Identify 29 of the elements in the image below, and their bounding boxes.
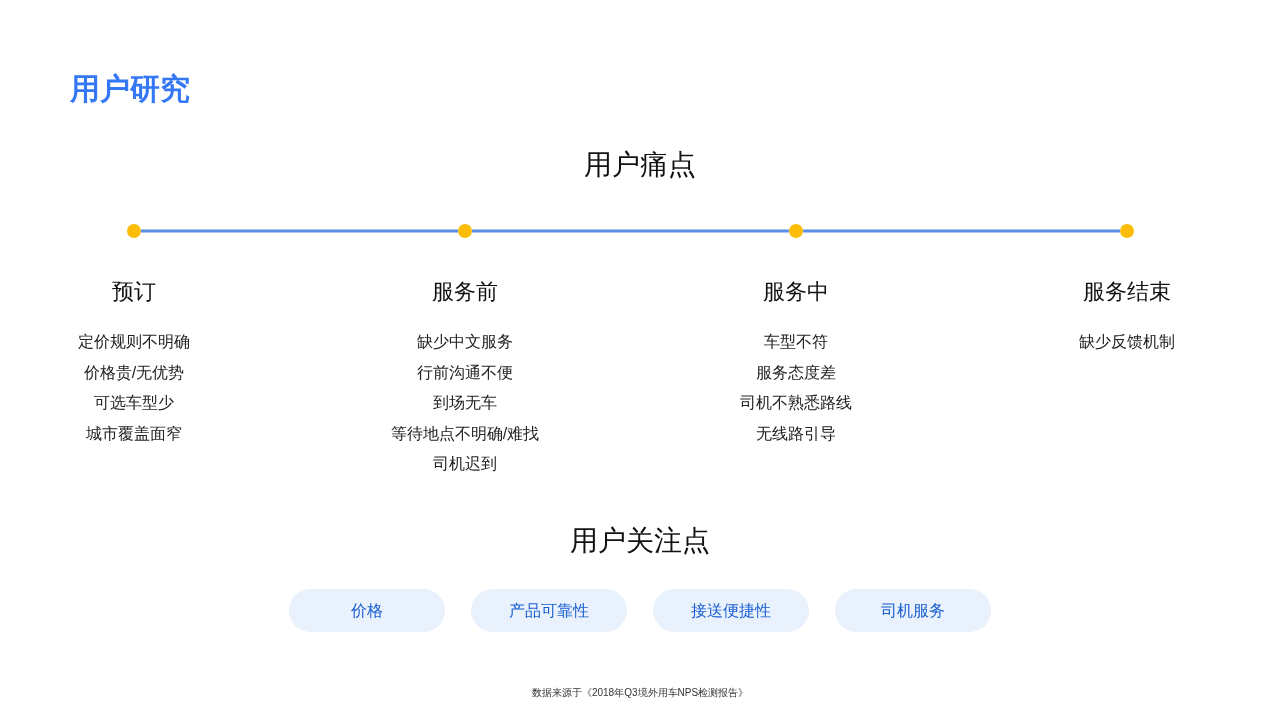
pain-point: 价格贵/无优势	[83, 362, 185, 383]
page-title: 用户研究	[70, 71, 190, 107]
timeline-line	[803, 229, 1120, 233]
pain-point: 等待地点不明确/难找	[390, 423, 540, 444]
section-heading: 用户关注点	[570, 527, 710, 555]
pain-point: 行前沟通不便	[417, 362, 513, 383]
stage-heading: 服务中	[763, 278, 829, 306]
pain-point: 司机迟到	[433, 454, 497, 474]
source-note: 数据来源于《2018年Q3境外用车NPS检测报告》	[531, 686, 749, 700]
stage-heading: 服务前	[432, 278, 498, 306]
focus-chip: 产品可靠性	[471, 589, 627, 632]
pain-point: 车型不符	[764, 332, 828, 352]
pain-point: 定价规则不明确	[78, 332, 190, 352]
pain-point: 城市覆盖面窄	[86, 423, 182, 444]
focus-chip: 接送便捷性	[653, 589, 809, 632]
pain-point: 可选车型少	[94, 393, 174, 413]
timeline-line	[472, 229, 789, 233]
focus-chip: 价格	[289, 589, 445, 632]
stage-heading: 预订	[112, 278, 156, 306]
pain-point: 缺少反馈机制	[1079, 332, 1175, 352]
timeline-line	[141, 229, 458, 233]
pain-point: 到场无车	[433, 393, 497, 413]
pain-point: 司机不熟悉路线	[740, 393, 852, 413]
focus-chip: 司机服务	[835, 589, 991, 632]
pain-point: 服务态度差	[756, 362, 836, 383]
section-heading: 用户痛点	[584, 151, 696, 179]
stage-heading: 服务结束	[1083, 278, 1171, 306]
pain-point: 缺少中文服务	[417, 332, 513, 352]
pain-point: 无线路引导	[756, 423, 836, 444]
